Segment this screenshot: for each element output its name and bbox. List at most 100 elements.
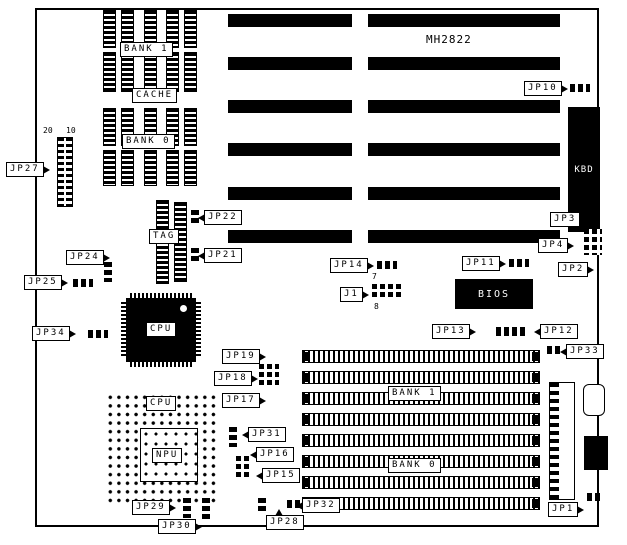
cache-dip-chip — [103, 150, 116, 186]
jumper-callout-jp22: JP22 — [198, 210, 242, 225]
cache-dip-chip — [121, 52, 134, 92]
jp15-jp16-jumper-block — [236, 456, 252, 480]
jp14-jumper — [377, 261, 397, 269]
simm-slot — [302, 476, 540, 489]
jp2-jp3-jp4-jumper-block — [584, 229, 602, 255]
isa-slot-segment — [368, 230, 560, 243]
isa-slot-segment — [228, 100, 352, 113]
jp33-jumper — [547, 346, 561, 354]
cache-dip-chip — [166, 150, 179, 186]
jumper-callout-jp16: JP16 — [250, 447, 294, 462]
qfp-pins-top — [130, 293, 192, 298]
kbd-connector: KBD — [568, 107, 600, 232]
jumper-callout-jp30: JP30 — [158, 519, 202, 534]
pga-cpu-label: CPU — [146, 396, 177, 411]
qfp-pins-right — [196, 302, 201, 358]
jp27-pin20-number: 20 — [43, 126, 53, 135]
jp30-jumper — [202, 498, 210, 520]
jumper-callout-jp31: JP31 — [242, 427, 286, 442]
isa-slot-segment — [228, 187, 352, 200]
jp29-jumper — [183, 498, 191, 518]
isa-slot-segment — [368, 57, 560, 70]
board-model: MH2822 — [426, 33, 472, 46]
cache-dip-chip — [184, 150, 197, 186]
bios-chip: BIOS — [455, 279, 533, 309]
jumper-callout-jp32: JP32 — [296, 498, 340, 513]
isa-slot-segment — [368, 100, 560, 113]
jp31-jumper — [229, 427, 237, 447]
cache-dip-chip — [184, 52, 197, 92]
jumper-callout-jp13: JP13 — [432, 324, 476, 339]
jumper-callout-jp24: JP24 — [66, 250, 110, 265]
jp17-jp18-jp19-jumper-block — [259, 364, 279, 388]
isa-slot-segment — [228, 57, 352, 70]
jumper-callout-jp15: JP15 — [256, 468, 300, 483]
simm-slot — [302, 413, 540, 426]
jumper-callout-jp14: JP14 — [330, 258, 374, 273]
power-connector — [549, 382, 575, 500]
jp32-jumper — [287, 500, 301, 508]
jp22-jumper — [191, 210, 199, 226]
jp28-jumper — [258, 498, 266, 514]
jumper-callout-jp33: JP33 — [560, 344, 604, 359]
jumper-callout-jp1: JP1 — [548, 502, 585, 517]
cache-dip-chip — [144, 52, 157, 92]
jp27-pin-header — [57, 137, 73, 207]
isa-slot-segment — [368, 143, 560, 156]
jp25-jumper — [73, 279, 93, 287]
jumper-callout-jp19: JP19 — [222, 349, 266, 364]
jp12-jp13-jumpers — [496, 327, 528, 336]
jumper-callout-jp3: JP3 — [550, 212, 587, 227]
cache-dip-chip — [184, 10, 197, 48]
edge-connector-block — [584, 436, 608, 470]
jp27-pin10-number: 10 — [66, 126, 76, 135]
cache-label: CACHE — [132, 88, 178, 103]
kbd-label: KBD — [574, 164, 594, 175]
jumper-callout-jp11: JP11 — [462, 256, 506, 271]
bank0-cache-label: BANK 0 — [122, 134, 175, 149]
isa-slot-segment — [368, 14, 560, 27]
jumper-callout-jp34: JP34 — [32, 326, 76, 341]
j1-pin-block — [372, 284, 404, 300]
isa-slot-segment — [228, 230, 352, 243]
cache-dip-chip — [166, 52, 179, 92]
qfp-pins-left — [121, 302, 126, 358]
simm-slot — [302, 371, 540, 384]
isa-slot-segment — [228, 143, 352, 156]
simm-bank0-label: BANK 0 — [388, 458, 441, 473]
simm-bank1-label: BANK 1 — [388, 386, 441, 401]
jumper-callout-jp21: JP21 — [198, 248, 242, 263]
jumper-callout-jp29: JP29 — [132, 500, 176, 515]
cache-dip-chip — [121, 150, 134, 186]
simm-slot — [302, 350, 540, 363]
tag-label: TAG — [149, 229, 180, 244]
qfp-cpu-label: CPU — [146, 322, 177, 337]
jp1-jumper — [587, 493, 603, 501]
cache-dip-chip — [184, 108, 197, 146]
isa-slot-segment — [228, 14, 352, 27]
jumper-callout-j1: J1 — [340, 287, 369, 302]
cache-dip-chip — [144, 150, 157, 186]
jumper-callout-jp17: JP17 — [222, 393, 266, 408]
cache-dip-chip — [103, 52, 116, 92]
jumper-callout-jp4: JP4 — [538, 238, 575, 253]
npu-label: NPU — [152, 448, 183, 463]
j1-pin8-number: 8 — [374, 302, 379, 311]
jp11-jumper — [509, 259, 529, 267]
qfp-pins-bottom — [130, 362, 192, 367]
cache-dip-chip — [103, 10, 116, 48]
battery — [583, 384, 605, 416]
jumper-callout-jp27: JP27 — [6, 162, 50, 177]
j1-pin7-number: 7 — [372, 272, 377, 281]
jumper-callout-jp25: JP25 — [24, 275, 68, 290]
bios-label: BIOS — [477, 288, 511, 300]
jumper-callout-jp10: JP10 — [524, 81, 568, 96]
jumper-callout-jp2: JP2 — [558, 262, 595, 277]
jp10-jumper — [570, 84, 590, 92]
jumper-callout-jp18: JP18 — [214, 371, 258, 386]
jp24-jumper — [104, 262, 112, 282]
simm-slot — [302, 497, 540, 510]
jumper-callout-jp28: JP28 — [266, 509, 304, 530]
cache-dip-chip — [103, 108, 116, 146]
